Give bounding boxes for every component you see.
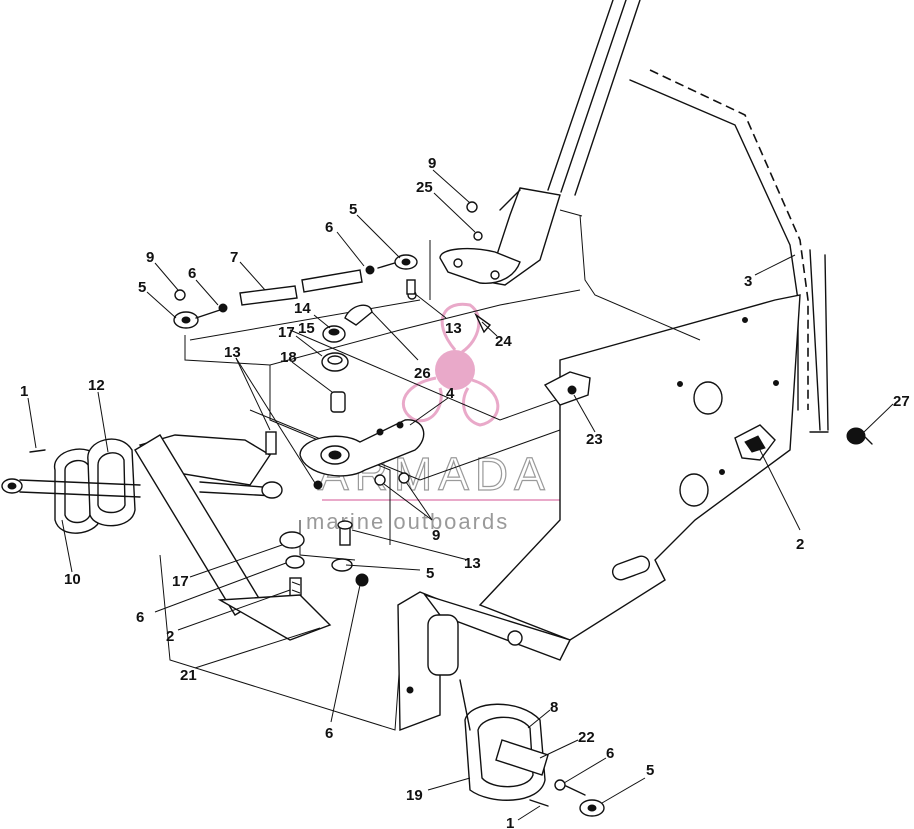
left-bracket	[1, 434, 283, 616]
callout-labels: 1 12 10 9 6 7 5 14 15 17 13 18 6 5 13 26…	[20, 155, 910, 829]
callout-9c: 9	[432, 527, 440, 544]
callout-17a: 17	[278, 324, 295, 341]
callout-27: 27	[893, 393, 910, 410]
callout-6e: 6	[606, 745, 614, 762]
callout-13c: 13	[464, 555, 481, 572]
callout-13a: 13	[224, 344, 241, 361]
callout-4: 4	[446, 385, 455, 402]
callout-1a: 1	[20, 383, 28, 400]
callout-2b: 2	[166, 628, 174, 645]
callout-5d: 5	[646, 762, 654, 779]
callout-21: 21	[180, 667, 197, 684]
callout-13b: 13	[445, 320, 462, 337]
callout-14: 14	[294, 300, 311, 317]
lower-fasteners	[217, 520, 369, 641]
callout-7: 7	[230, 249, 238, 266]
lower-bracket	[397, 591, 605, 817]
steering-arm	[439, 0, 641, 286]
callout-9b: 9	[428, 155, 436, 172]
watermark-subtitle: marine outboards	[306, 509, 509, 534]
pivot-stack	[265, 304, 492, 490]
right-fittings	[543, 371, 873, 461]
callout-18: 18	[280, 349, 297, 366]
callout-10: 10	[64, 571, 81, 588]
callout-5c: 5	[426, 565, 434, 582]
callout-25: 25	[416, 179, 433, 196]
link-rod-upper	[173, 201, 483, 329]
leader-lines	[27, 169, 894, 821]
callout-26: 26	[414, 365, 431, 382]
callout-5a: 5	[138, 279, 146, 296]
callout-6b: 6	[325, 219, 333, 236]
callout-6c: 6	[136, 609, 144, 626]
callout-1b: 1	[506, 815, 514, 829]
callout-19: 19	[406, 787, 423, 804]
callout-24: 24	[495, 333, 512, 350]
callout-23: 23	[586, 431, 603, 448]
callout-6d: 6	[325, 725, 333, 742]
callout-2a: 2	[796, 536, 804, 553]
callout-5b: 5	[349, 201, 357, 218]
callout-6a: 6	[188, 265, 196, 282]
callout-8: 8	[550, 699, 558, 716]
callout-22: 22	[578, 729, 595, 746]
callout-12: 12	[88, 377, 105, 394]
callout-3: 3	[744, 273, 752, 290]
callout-9a: 9	[146, 249, 154, 266]
callout-17b: 17	[172, 573, 189, 590]
callout-15: 15	[298, 320, 315, 337]
